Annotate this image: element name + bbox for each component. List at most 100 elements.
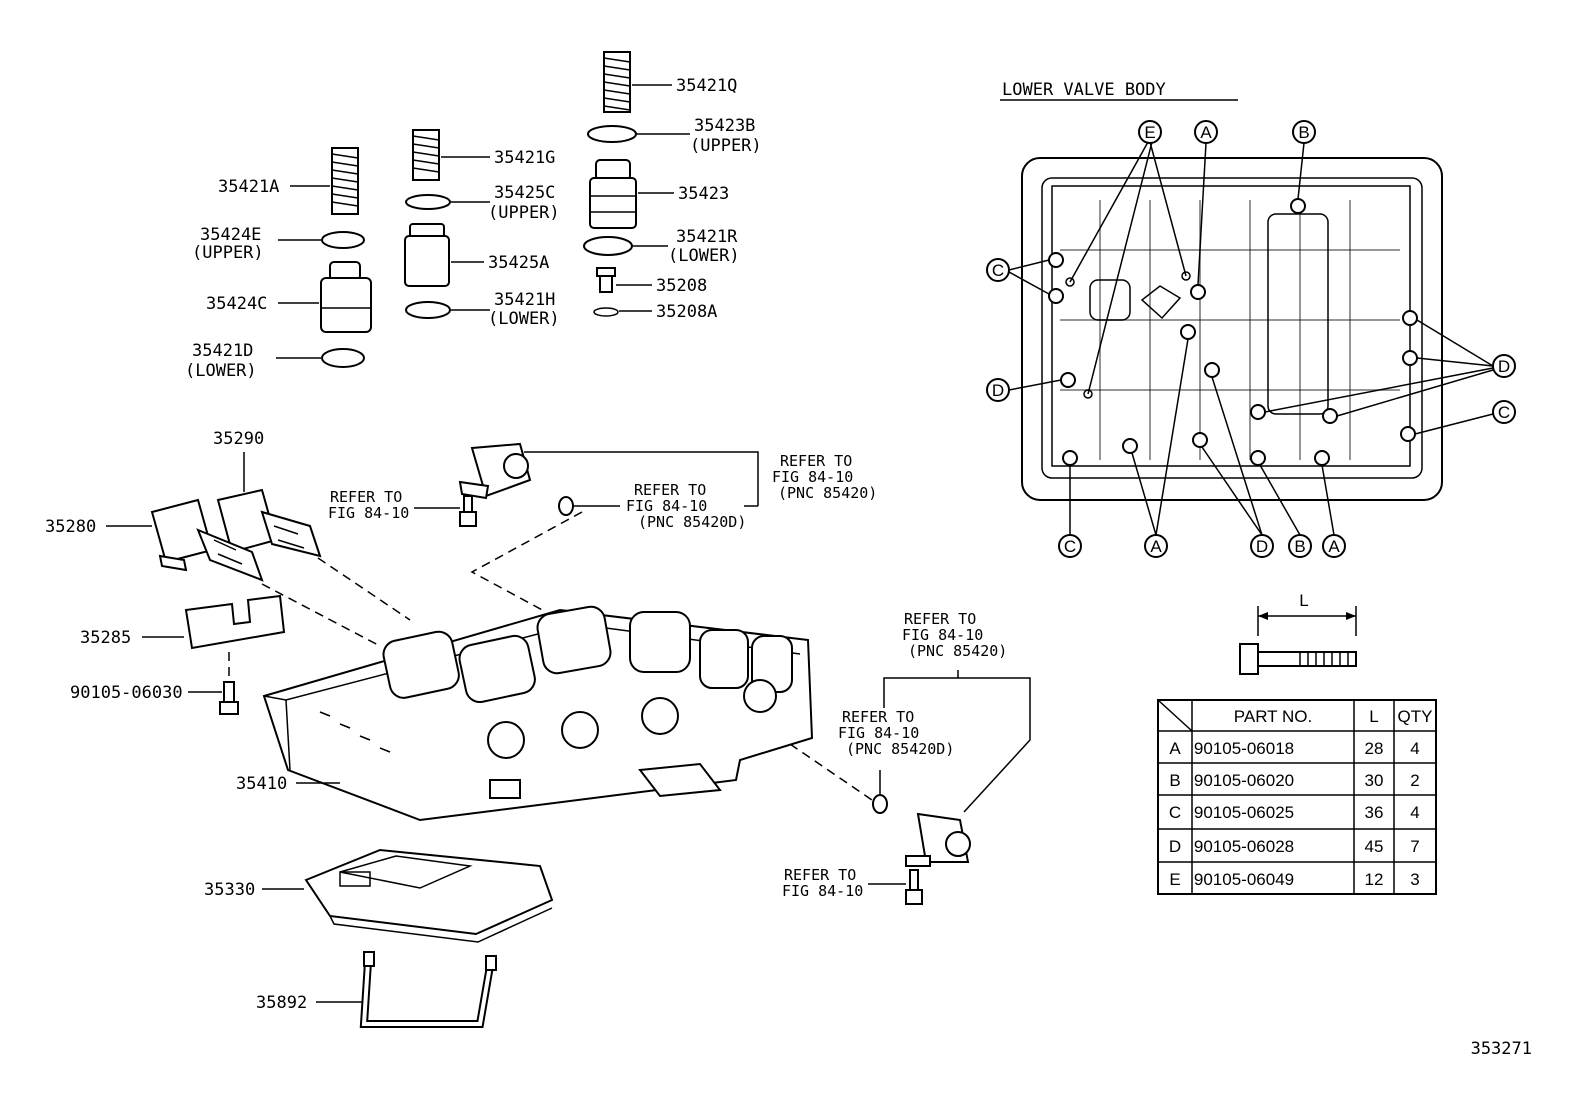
label-35425a: 35425A: [488, 253, 549, 273]
svg-text:B: B: [1294, 537, 1305, 556]
ref-text-3c: (PNC 85420D): [638, 513, 746, 531]
table-cell: B: [1169, 771, 1180, 790]
length-label: L: [1299, 591, 1308, 610]
callout-c-left: C: [986, 258, 1050, 295]
ref-text-5a: REFER TO: [842, 708, 914, 726]
bolt-90105-06030: [219, 681, 239, 715]
sleeve-35423: [589, 159, 637, 229]
ref-text-4b: FIG 84-10: [902, 626, 983, 644]
note-35425c: (UPPER): [488, 203, 560, 223]
spring-35421q: [603, 51, 631, 113]
svg-text:C: C: [1064, 537, 1076, 556]
solenoid-upper-ref: [458, 442, 532, 500]
table-header-l: L: [1369, 707, 1378, 726]
ref-text-5c: (PNC 85420D): [846, 740, 954, 758]
label-35421q: 35421Q: [676, 76, 737, 96]
table-cell: 12: [1365, 870, 1384, 889]
ring-35421h: [405, 301, 451, 319]
lower-valve-body-title: LOWER VALVE BODY: [1002, 80, 1166, 100]
table-cell: 90105-06028: [1194, 837, 1294, 856]
table-cell: 90105-06025: [1194, 803, 1294, 822]
table-cell: 4: [1410, 803, 1419, 822]
bolt-length-illustration: [1239, 606, 1357, 675]
sleeve-35424c: [320, 261, 372, 333]
svg-text:B: B: [1298, 123, 1309, 142]
label-35423b: 35423B: [694, 116, 755, 136]
figure-number: 353271: [1471, 1039, 1532, 1059]
label-35285: 35285: [80, 628, 131, 648]
callout-d-bottom: D: [1201, 376, 1274, 558]
valve-body-35410: [262, 605, 814, 822]
callout-b-top: B: [1292, 120, 1316, 200]
label-35421d: 35421D: [192, 341, 253, 361]
callout-c-right: C: [1414, 400, 1516, 435]
note-35421d: (LOWER): [185, 361, 257, 381]
table-cell: 2: [1410, 771, 1419, 790]
callout-a-bottom-1: A: [1131, 338, 1189, 558]
clip-35208a: [593, 307, 619, 317]
table-cell: 90105-06049: [1194, 870, 1294, 889]
lower-valve-body-drawing: [1021, 157, 1443, 501]
label-35421a: 35421A: [218, 177, 279, 197]
ref-text-5b: FIG 84-10: [838, 724, 919, 742]
table-cell: A: [1169, 739, 1181, 758]
table-cell: E: [1169, 870, 1180, 889]
spring-35421g: [412, 129, 440, 181]
note-35424e: (UPPER): [192, 243, 264, 263]
label-35290: 35290: [213, 429, 264, 449]
label-35425c: 35425C: [494, 183, 555, 203]
svg-text:A: A: [1200, 123, 1212, 142]
ref-text-2a: REFER TO: [330, 488, 402, 506]
ref-text-2b: FIG 84-10: [328, 504, 409, 522]
tube-35892: [359, 951, 497, 1028]
strainer-35330: [304, 848, 554, 943]
table-cell: 28: [1365, 739, 1384, 758]
callout-a-top: A: [1194, 120, 1218, 286]
ref-text-6a: REFER TO: [784, 866, 856, 884]
callout-e: E: [1069, 120, 1187, 395]
svg-text:C: C: [992, 261, 1004, 280]
label-90105-06030: 90105-06030: [70, 683, 183, 703]
svg-text:A: A: [1328, 537, 1340, 556]
table-cell: D: [1169, 837, 1181, 856]
label-35421g: 35421G: [494, 148, 555, 168]
label-35280: 35280: [45, 517, 96, 537]
table-cell: C: [1169, 803, 1181, 822]
ref-text-4c: (PNC 85420): [908, 642, 1007, 660]
svg-text:E: E: [1144, 123, 1155, 142]
label-35892: 35892: [256, 993, 307, 1013]
solenoid-lower-ref: [905, 812, 971, 867]
svg-text:A: A: [1150, 537, 1162, 556]
label-35208a: 35208A: [656, 302, 717, 322]
callout-c-bottom: C: [1058, 465, 1082, 558]
callout-b-bottom: B: [1259, 464, 1312, 558]
callout-a-bottom-2: A: [1321, 464, 1346, 558]
table-cell: 90105-06018: [1194, 739, 1294, 758]
bolt-table: [1157, 699, 1437, 895]
note-35423b: (UPPER): [690, 136, 762, 156]
o-ring-upper-ref: [558, 496, 574, 516]
table-cell: 30: [1365, 771, 1384, 790]
ref-text-6b: FIG 84-10: [782, 882, 863, 900]
label-35424e: 35424E: [200, 225, 261, 245]
ref-text-3a: REFER TO: [634, 481, 706, 499]
label-35410: 35410: [236, 774, 287, 794]
note-35421h: (LOWER): [488, 309, 560, 329]
ref-text-4a: REFER TO: [904, 610, 976, 628]
label-35421r: 35421R: [676, 227, 738, 247]
ring-35424e: [321, 231, 365, 249]
svg-text:D: D: [1256, 537, 1268, 556]
svg-text:C: C: [1498, 403, 1510, 422]
table-cell: 36: [1365, 803, 1384, 822]
label-35423: 35423: [678, 184, 729, 204]
o-ring-lower-ref: [872, 794, 888, 814]
callout-d-right: D: [1264, 319, 1516, 417]
label-35330: 35330: [204, 880, 255, 900]
label-35424c: 35424C: [206, 294, 267, 314]
table-cell: 4: [1410, 739, 1419, 758]
bolt-lower-ref: [905, 869, 923, 905]
ref-text-1a: REFER TO: [780, 452, 852, 470]
bracket-35285: [184, 594, 286, 650]
label-35421h: 35421H: [494, 290, 555, 310]
